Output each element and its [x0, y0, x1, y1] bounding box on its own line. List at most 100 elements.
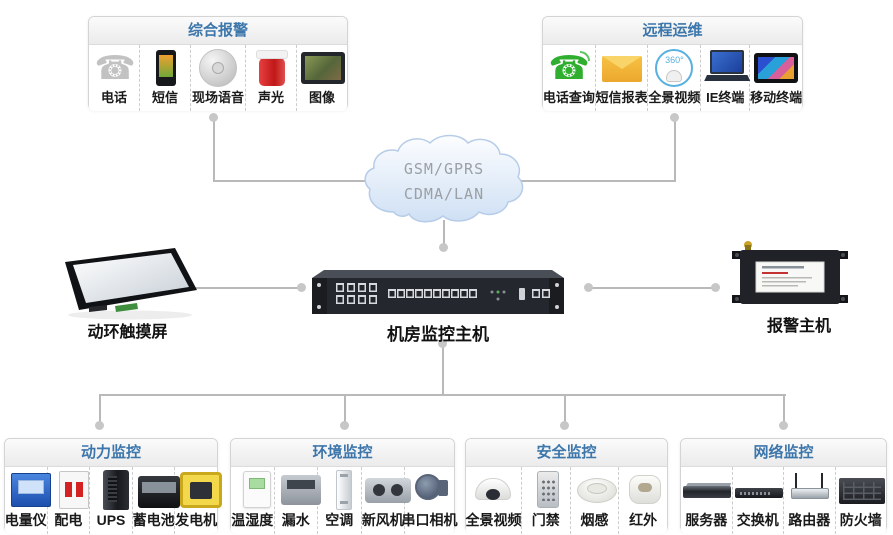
- temp-humidity-icon: [233, 470, 281, 510]
- ups-tower-icon: [92, 470, 140, 510]
- envelope-icon: [598, 48, 646, 88]
- connector-line: [520, 180, 676, 182]
- item-onsite-voice: 现场语音: [190, 45, 245, 111]
- item-label: 电量仪: [4, 512, 47, 528]
- item-label: 温湿度: [231, 512, 274, 528]
- cloud-network-labels: GSM/GPRS CDMA/LAN: [378, 157, 510, 207]
- serial-camera-icon: [407, 470, 455, 510]
- panoramic-camera-icon: 360°: [650, 48, 698, 88]
- item-label: 门禁: [531, 512, 560, 528]
- item-serial-camera: 串口相机: [402, 467, 458, 534]
- item-label: 发电机: [175, 512, 218, 528]
- alarm-host-label: 报警主机: [766, 318, 831, 335]
- tablet-icon: [752, 48, 800, 88]
- item-label: 全景视频: [648, 90, 701, 105]
- connector-dot: [779, 421, 788, 430]
- ceiling-speaker-icon: [194, 48, 242, 88]
- group-items: 服务器 交换机 路由器 防火墙: [681, 467, 886, 534]
- connector-dot: [670, 113, 679, 122]
- network-cloud: [358, 134, 530, 232]
- item-temp-humidity: 温湿度: [231, 467, 274, 534]
- item-label: 短信: [152, 90, 179, 105]
- item-label: 移动终端: [750, 90, 803, 105]
- item-phone: ☎ 电话: [89, 45, 139, 111]
- item-label: 声光: [257, 90, 284, 105]
- touch-screen-label: 动环触摸屏: [87, 324, 168, 341]
- group-items: ☎ 电话查询 短信报表 360° 全景视频 IE终端 移动终端: [543, 45, 802, 111]
- group-title: 综合报警: [89, 17, 347, 45]
- infrared-sensor-icon: [621, 470, 669, 510]
- phone-query-icon: ☎: [545, 48, 593, 88]
- connector-dot: [560, 421, 569, 430]
- cloud-line-1: GSM/GPRS: [403, 160, 485, 178]
- item-panoramic-video: 全景视频: [465, 467, 521, 534]
- item-label: 电话查询: [542, 90, 595, 105]
- connector-dot: [340, 421, 349, 430]
- connector-line: [442, 347, 444, 395]
- item-label: 电话: [101, 90, 128, 105]
- connector-dot: [209, 113, 218, 122]
- group-title: 网络监控: [681, 439, 886, 467]
- group-comprehensive-alarm: 综合报警 ☎ 电话 短信 现场语音 声光 图像: [88, 16, 348, 111]
- group-items: 温湿度 漏水 空调 新风机 串口相机: [231, 467, 458, 534]
- connector-line: [564, 394, 566, 423]
- item-fresh-air: 新风机: [360, 467, 411, 534]
- dome-camera-icon: [469, 470, 517, 510]
- item-label: 防火墙: [839, 512, 882, 528]
- cloud-line-2: CDMA/LAN: [403, 185, 485, 203]
- image-monitor-icon: [299, 48, 347, 88]
- item-ie-terminal: IE终端: [700, 45, 749, 111]
- item-distribution: 配电: [46, 467, 90, 534]
- fresh-air-unit-icon: [364, 470, 412, 510]
- item-image: 图像: [295, 45, 347, 111]
- connector-line: [100, 394, 786, 396]
- leak-module-icon: [277, 470, 325, 510]
- alarm-host-image: [732, 241, 848, 304]
- item-power-meter: 电量仪: [4, 467, 51, 534]
- group-network-monitoring: 网络监控 服务器 交换机 路由器 防火墙: [680, 438, 887, 534]
- item-access-control: 门禁: [520, 467, 572, 534]
- keypad-icon: [524, 470, 572, 510]
- item-label: UPS: [96, 512, 126, 528]
- group-title: 环境监控: [231, 439, 454, 467]
- connector-dot: [438, 339, 447, 348]
- item-sms-report: 短信报表: [594, 45, 648, 111]
- item-firewall: 防火墙: [834, 467, 887, 534]
- connector-line: [783, 394, 785, 423]
- item-label: 服务器: [685, 512, 728, 528]
- item-infrared: 红外: [618, 467, 667, 534]
- item-sound-light: 声光: [244, 45, 296, 111]
- connector-dot: [297, 283, 306, 292]
- firewall-icon: [838, 470, 886, 510]
- group-items: ☎ 电话 短信 现场语音 声光 图像: [89, 45, 347, 111]
- item-phone-query: ☎ 电话查询: [543, 45, 595, 111]
- item-label: 红外: [629, 512, 658, 528]
- item-label: 漏水: [281, 512, 310, 528]
- switch-icon: [734, 470, 783, 510]
- connector-line: [213, 180, 369, 182]
- item-label: 配电: [54, 512, 83, 528]
- item-switch: 交换机: [731, 467, 784, 534]
- group-remote-operations: 远程运维 ☎ 电话查询 短信报表 360° 全景视频 IE终端 移动终端: [542, 16, 803, 111]
- item-label: 蓄电池: [132, 512, 175, 528]
- cloud-shape: [364, 134, 524, 223]
- item-water-leak: 漏水: [273, 467, 321, 534]
- generator-icon: [177, 470, 225, 510]
- connector-line: [213, 121, 215, 181]
- item-mobile-terminal: 移动终端: [749, 45, 802, 111]
- router-icon: [786, 470, 834, 510]
- item-server: 服务器: [681, 467, 732, 534]
- siren-icon: [248, 48, 296, 88]
- connector-dot: [439, 243, 448, 252]
- connector-line: [99, 394, 101, 423]
- air-conditioner-icon: [320, 470, 368, 510]
- connector-line: [178, 287, 300, 289]
- group-title: 安全监控: [466, 439, 667, 467]
- group-items: 电量仪 配电 UPS 蓄电池 发电机: [4, 467, 223, 534]
- item-label: 新风机: [361, 512, 404, 528]
- connector-line: [344, 394, 346, 423]
- touch-screen-image: [65, 248, 197, 320]
- item-label: IE终端: [706, 90, 745, 105]
- badge-360: 360°: [665, 55, 684, 65]
